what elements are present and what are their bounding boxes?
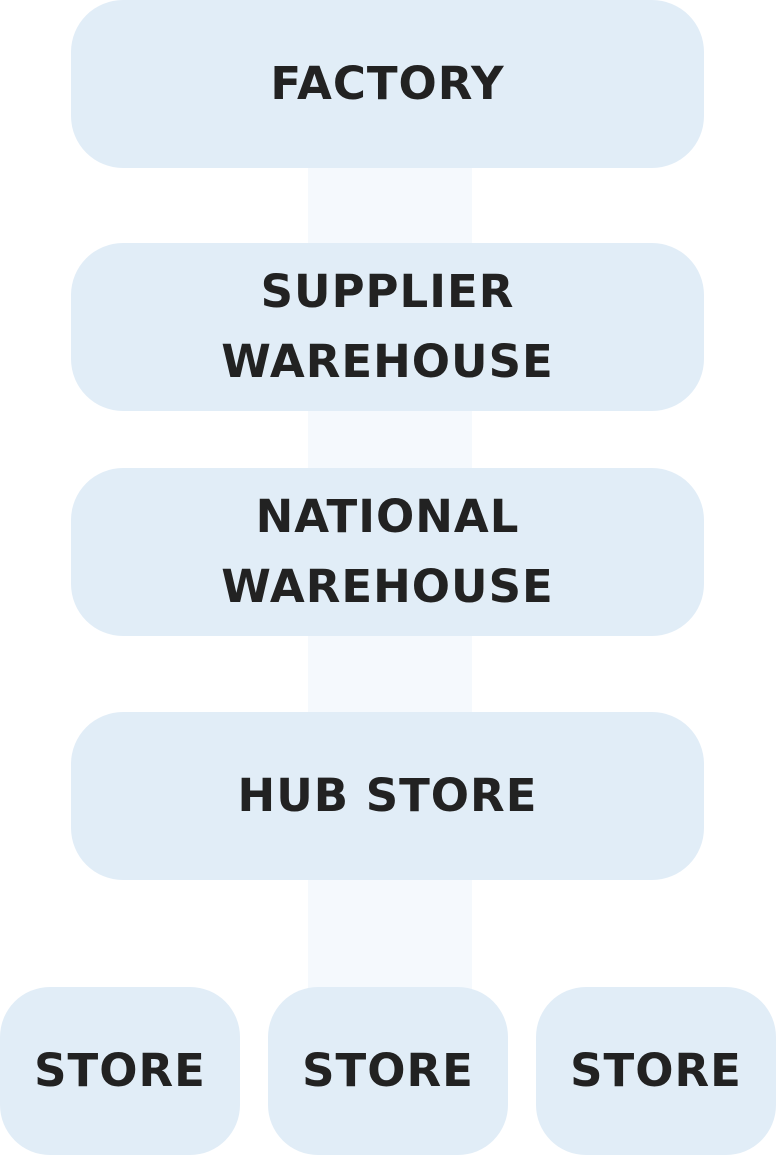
node-factory-label: FACTORY [270, 57, 505, 110]
node-supplier-warehouse-label-line-2: WAREHOUSE [221, 335, 554, 388]
node-store-right: STORE [536, 987, 776, 1155]
node-national-warehouse-label-line-2: WAREHOUSE [221, 560, 554, 613]
node-store-left-label: STORE [34, 1044, 206, 1097]
node-hub-store-label: HUB STORE [237, 769, 538, 822]
node-hub-store: HUB STORE [71, 712, 704, 880]
node-store-left: STORE [0, 987, 240, 1155]
node-supplier-warehouse: SUPPLIER WAREHOUSE [71, 243, 704, 411]
node-store-center-label: STORE [302, 1044, 474, 1097]
node-national-warehouse-label-line-1: NATIONAL [255, 490, 520, 543]
node-supplier-warehouse-label-line-1: SUPPLIER [260, 265, 515, 318]
node-store-center: STORE [268, 987, 508, 1155]
node-national-warehouse: NATIONAL WAREHOUSE [71, 468, 704, 636]
node-store-right-label: STORE [570, 1044, 742, 1097]
node-factory: FACTORY [71, 0, 704, 168]
